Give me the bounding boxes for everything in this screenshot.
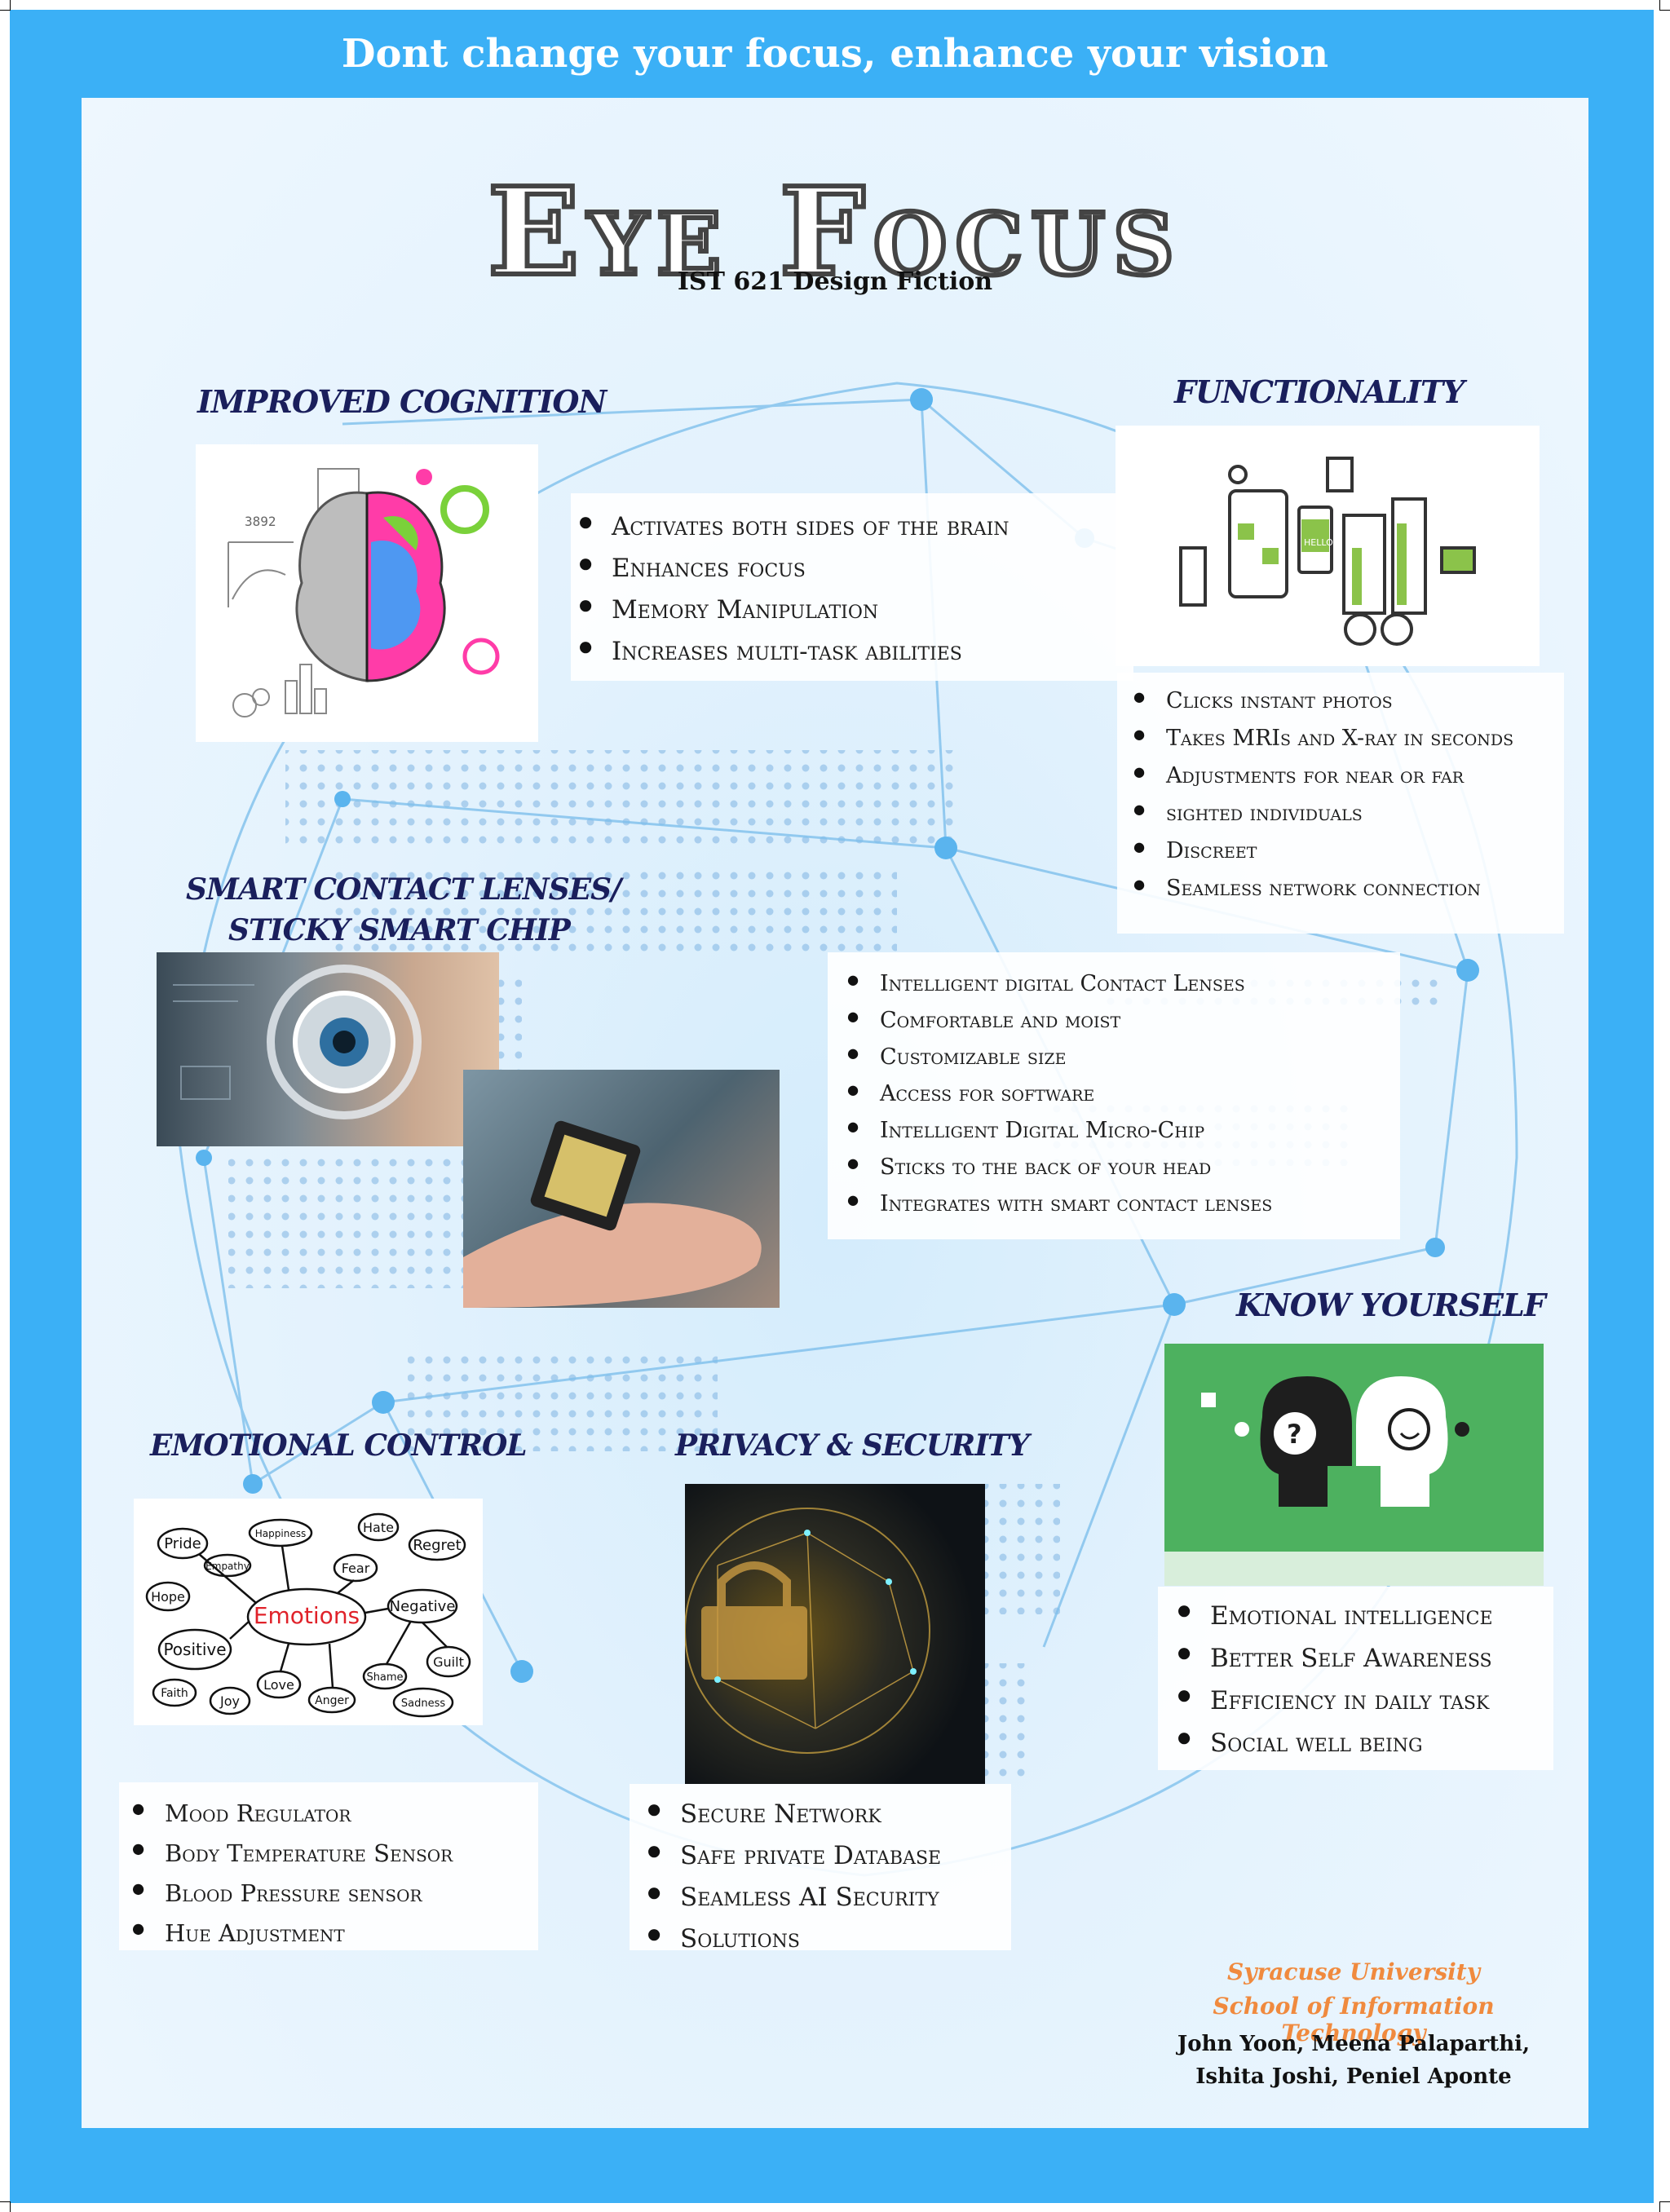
emotion-word: Regret <box>413 1537 461 1554</box>
list-item-continued: sighted individuals <box>1133 795 1564 832</box>
list-item: Adjustments for near or far <box>1133 757 1564 795</box>
list-item: Seamless network connection <box>1133 870 1564 907</box>
poster-subtitle: IST 621 Design Fiction <box>677 267 993 296</box>
privacy-list: Secure Network Safe private Database Sea… <box>647 1794 1011 1960</box>
know-yourself-list: Emotional intelligence Better Self Aware… <box>1177 1595 1553 1764</box>
know-yourself-heads-illustration: ? <box>1164 1344 1544 1552</box>
crop-mark <box>0 2201 11 2212</box>
list-item: Access for software <box>847 1075 1400 1112</box>
emotion-word: Sadness <box>401 1698 445 1710</box>
list-item: Body Temperature Sensor <box>132 1834 538 1874</box>
lenses-list: Intelligent digital Contact Lenses Comfo… <box>847 965 1400 1222</box>
know-yourself-caption-strip <box>1164 1552 1544 1586</box>
list-item: Seamless AI Security <box>647 1877 1011 1918</box>
list-item: Discreet <box>1133 832 1564 870</box>
emotion-word: Pride <box>164 1535 201 1552</box>
list-item: Hue Adjustment <box>132 1914 538 1954</box>
emotion-word: Fear <box>342 1561 370 1576</box>
emotion-word: Empathy <box>205 1561 250 1572</box>
privacy-list-box: Secure Network Safe private Database Sea… <box>630 1784 1011 1954</box>
heading-smart-contact-lenses: SMART CONTACT LENSES/ <box>186 872 621 907</box>
heading-improved-cognition: IMPROVED COGNITION <box>197 383 607 420</box>
emotion-word: Happiness <box>255 1528 306 1539</box>
security-globe-lock-photo <box>685 1484 985 1784</box>
functionality-icons-illustration: HELLO <box>1116 426 1540 666</box>
list-item: Customizable size <box>847 1039 1400 1075</box>
heading-functionality: FUNCTIONALITY <box>1174 373 1465 410</box>
functionality-list: Clicks instant photos Takes MRIs and X-r… <box>1133 682 1564 907</box>
credit-authors-line1: John Yoon, Meena Palaparthi, <box>1177 2032 1531 2056</box>
know-yourself-list-box: Emotional intelligence Better Self Aware… <box>1158 1587 1553 1770</box>
emotion-word: Guilt <box>433 1654 464 1670</box>
poster-panel: Eye Focus IST 621 Design Fiction IMPROVE… <box>82 98 1588 2128</box>
poster-title: Eye Focus <box>485 161 1183 302</box>
heading-emotional-control: EMOTIONAL CONTROL <box>150 1428 528 1463</box>
emotion-word: Faith <box>161 1687 188 1700</box>
emotion-word: Positive <box>163 1640 226 1659</box>
smart-eye-lens-photo <box>157 952 499 1146</box>
emotion-word: Negative <box>390 1598 456 1615</box>
list-item: Mood Regulator <box>132 1794 538 1834</box>
emotion-word: Shame <box>366 1671 403 1684</box>
list-item: Activates both sides of the brain <box>579 506 1133 548</box>
list-item: Better Self Awareness <box>1177 1637 1553 1680</box>
list-item: Memory Manipulation <box>579 589 1133 631</box>
emotion-word: Anger <box>315 1694 349 1707</box>
micro-chip-on-finger-photo <box>463 1070 780 1308</box>
crop-mark <box>1659 2201 1670 2212</box>
emotional-list: Mood Regulator Body Temperature Sensor B… <box>132 1794 538 1954</box>
emotions-mind-map: Pride Happiness Hate Regret Empathy Fear… <box>134 1499 483 1725</box>
list-item: Safe private Database <box>647 1835 1011 1877</box>
svg-text:?: ? <box>1287 1419 1302 1450</box>
emotion-word: Joy <box>219 1693 240 1709</box>
credit-university: Syracuse University <box>1227 1958 1480 1985</box>
list-item: Increases multi-task abilities <box>579 631 1133 673</box>
credit-authors-line2: Ishita Joshi, Peniel Aponte <box>1195 2064 1512 2089</box>
heading-privacy-security: PRIVACY & SECURITY <box>675 1428 1030 1463</box>
list-item: Integrates with smart contact lenses <box>847 1185 1400 1222</box>
list-item: Takes MRIs and X-ray in seconds <box>1133 720 1564 757</box>
list-item: Blood Pressure sensor <box>132 1874 538 1914</box>
heading-sticky-smart-chip: STICKY SMART CHIP <box>228 913 571 947</box>
list-item: Intelligent digital Contact Lenses <box>847 965 1400 1002</box>
device-screen-text: HELLO <box>1304 537 1333 548</box>
emotional-list-box: Mood Regulator Body Temperature Sensor B… <box>119 1782 538 1950</box>
credit-school: School of Information Technology <box>1213 1993 1495 2046</box>
list-item: Efficiency in daily task <box>1177 1680 1553 1722</box>
cognition-list: Activates both sides of the brain Enhanc… <box>579 506 1133 673</box>
functionality-list-box: Clicks instant photos Takes MRIs and X-r… <box>1117 673 1564 934</box>
list-item-continued: Solutions <box>647 1918 1011 1960</box>
list-item: Emotional intelligence <box>1177 1595 1553 1637</box>
emotion-word: Love <box>263 1677 294 1693</box>
list-item: Comfortable and moist <box>847 1002 1400 1039</box>
list-item: Intelligent Digital Micro-Chip <box>847 1112 1400 1149</box>
heading-know-yourself: KNOW YOURSELF <box>1236 1287 1546 1323</box>
lenses-list-box: Intelligent digital Contact Lenses Comfo… <box>828 952 1400 1239</box>
crop-mark <box>1659 0 1670 11</box>
emotion-center-word: Emotions <box>254 1602 360 1629</box>
crop-mark <box>0 0 11 11</box>
list-item: Social well being <box>1177 1722 1553 1764</box>
list-item: Enhances focus <box>579 548 1133 589</box>
emotion-word: Hate <box>363 1520 394 1535</box>
banner-tagline: Dont change your focus, enhance your vis… <box>341 31 1329 77</box>
brain-illustration: 3892 <box>196 444 538 742</box>
cognition-list-box: Activates both sides of the brain Enhanc… <box>571 493 1133 681</box>
emotion-word: Hope <box>151 1589 185 1605</box>
list-item: Clicks instant photos <box>1133 682 1564 720</box>
list-item: Sticks to the back of your head <box>847 1149 1400 1185</box>
list-item: Secure Network <box>647 1794 1011 1835</box>
brain-number: 3892 <box>245 514 276 529</box>
